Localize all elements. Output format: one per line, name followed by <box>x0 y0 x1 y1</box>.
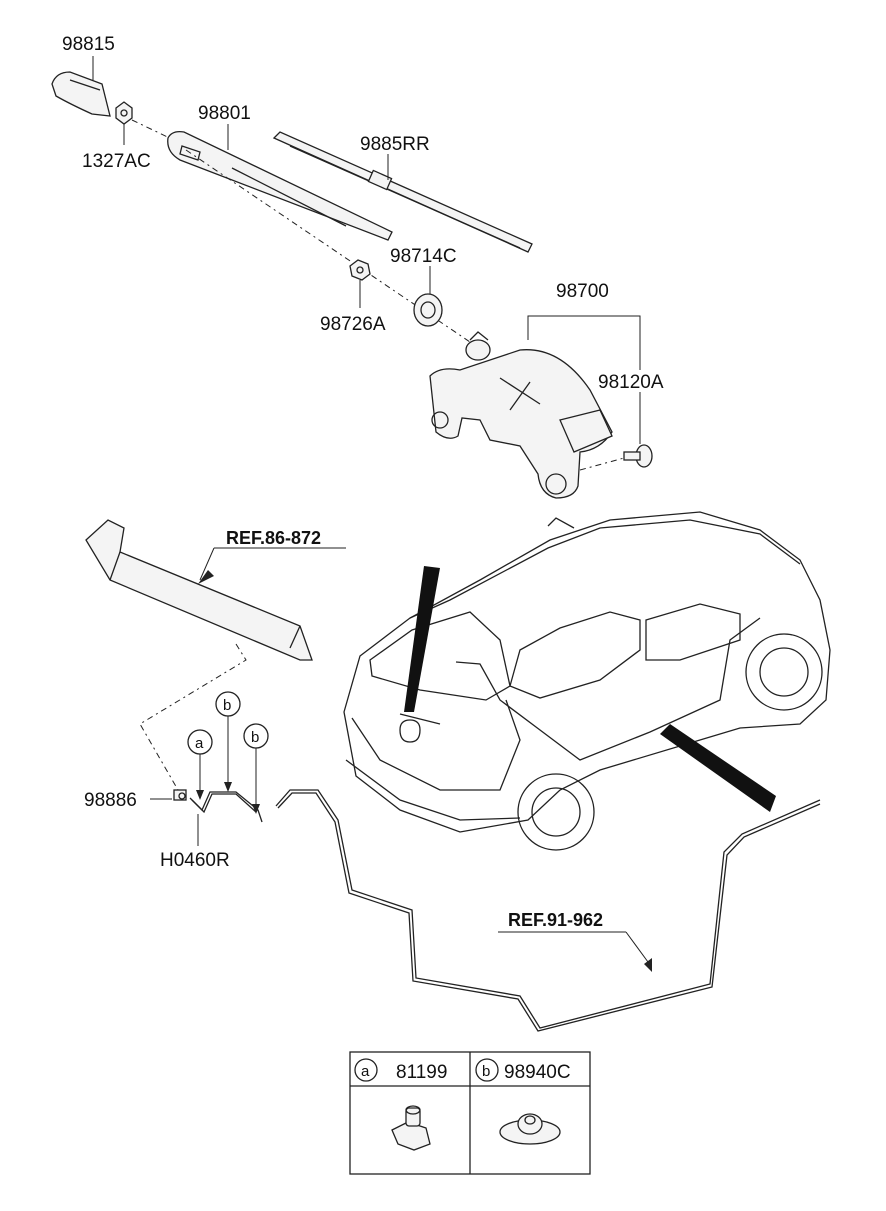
label-98801[interactable]: 98801 <box>198 103 251 124</box>
assembly-line-bolt <box>579 457 625 471</box>
svg-text:b: b <box>482 1063 490 1080</box>
callout-b-right[interactable]: b <box>243 723 269 814</box>
vehicle-illustration <box>343 511 831 851</box>
legend-part-b: 98940C <box>504 1062 571 1083</box>
wiper-blade-9885RR[interactable] <box>272 131 533 253</box>
wiper-motor-98700[interactable] <box>429 331 613 499</box>
leader-spoiler <box>199 547 215 581</box>
svg-text:b: b <box>223 697 231 714</box>
washer-hose-H0460R[interactable] <box>189 791 263 823</box>
legend-part-a: 81199 <box>396 1062 447 1083</box>
label-98886[interactable]: 98886 <box>84 790 137 811</box>
nut-1327AC[interactable] <box>115 101 133 125</box>
label-98726A[interactable]: 98726A <box>320 314 386 335</box>
wiper-arm-98801[interactable] <box>167 130 393 241</box>
grommet-98714C[interactable] <box>413 293 443 327</box>
label-9885RR[interactable]: 9885RR <box>360 134 430 155</box>
label-98714C[interactable]: 98714C <box>390 246 457 267</box>
washer-nozzle-98886[interactable] <box>173 789 187 801</box>
bolt-98120A[interactable] <box>623 444 653 468</box>
assembly-line-arm-motor <box>185 149 471 343</box>
legend-table <box>349 1051 591 1175</box>
long-washer-hose[interactable] <box>275 789 821 1032</box>
legend-cell-b[interactable]: b 98940C <box>475 1058 571 1145</box>
svg-text:a: a <box>195 735 204 752</box>
assembly-line-spoiler-nozzle <box>139 643 247 791</box>
pointer-hose-location <box>660 724 776 812</box>
label-98700[interactable]: 98700 <box>556 281 609 302</box>
arrow-hose <box>644 958 652 972</box>
pointer-wiper-location <box>404 566 440 712</box>
bracket-98700 <box>527 315 641 370</box>
label-H0460R[interactable]: H0460R <box>160 850 230 871</box>
leader-hose <box>625 931 649 963</box>
ref-hose-label[interactable]: REF.91-962 <box>508 910 603 930</box>
callout-a[interactable]: a <box>187 729 213 800</box>
label-98120A[interactable]: 98120A <box>598 372 664 393</box>
legend-cell-a[interactable]: a 81199 <box>354 1058 447 1151</box>
svg-text:a: a <box>361 1063 370 1080</box>
ref-spoiler-label[interactable]: REF.86-872 <box>226 528 321 548</box>
wiper-arm-cover-98815[interactable] <box>51 71 111 117</box>
nut-98726A[interactable] <box>349 259 371 281</box>
rear-spoiler[interactable] <box>85 519 313 661</box>
label-98815[interactable]: 98815 <box>62 34 115 55</box>
label-1327AC[interactable]: 1327AC <box>82 151 151 172</box>
arrow-spoiler <box>198 570 214 584</box>
svg-text:b: b <box>251 729 259 746</box>
callout-b-left[interactable]: b <box>215 691 241 792</box>
